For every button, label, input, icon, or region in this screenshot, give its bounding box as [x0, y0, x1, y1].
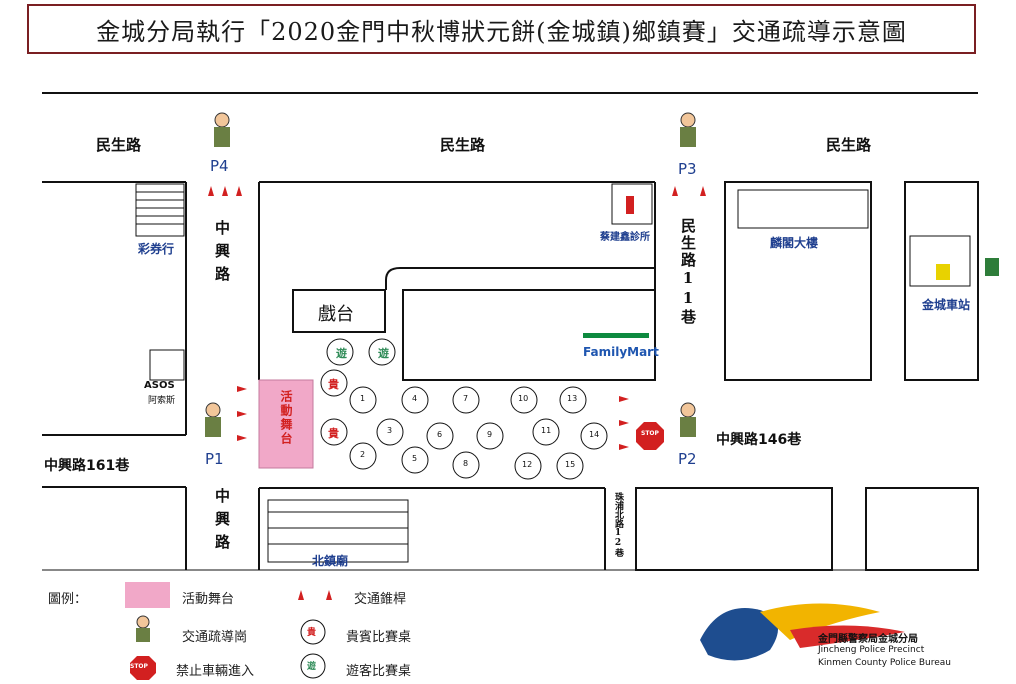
block-linge [724, 181, 872, 381]
police-logo [700, 603, 905, 661]
traffic-cones [208, 186, 706, 450]
logo-english-1: Jincheng Police Precinct [818, 645, 925, 655]
tables [320, 338, 608, 480]
post-p4: P4 [210, 157, 229, 175]
place-asos: ASOS [144, 380, 175, 391]
legend-stop-icon [130, 656, 156, 680]
guest-table-label: 遊 [336, 347, 347, 360]
vip-table-label: 貴 [328, 378, 339, 391]
table-number: 6 [437, 430, 443, 439]
table-number: 8 [463, 459, 469, 468]
place-caiquanhang: 彩券行 [138, 242, 175, 256]
road-label-minsheng-left: 民生路 [96, 136, 142, 154]
legend-vip-label: 貴 [307, 628, 317, 638]
road-label-minsheng-center: 民生路 [440, 136, 486, 154]
legend-event-stage: 活動舞台 [182, 592, 235, 607]
post-p2: P2 [678, 450, 697, 468]
building-icons [135, 183, 971, 563]
table-number: 1 [360, 394, 366, 403]
legend-traffic-post: 交通疏導崗 [182, 630, 248, 645]
table-number: 7 [463, 394, 469, 403]
place-asos-sub: 阿索斯 [148, 396, 176, 406]
road-label-zhongxing-upper: 中興路 [213, 220, 231, 289]
legend-guest-table: 遊客比賽桌 [346, 664, 412, 679]
table-number: 13 [567, 394, 578, 403]
table-number: 10 [518, 394, 529, 403]
place-event-stage: 活動舞台 [279, 390, 293, 446]
table-number: 12 [522, 460, 533, 469]
legend-officer-icon [136, 615, 150, 629]
familymart-block [402, 289, 656, 381]
road-label-minsheng-lane11: 民生路11巷 [679, 218, 697, 326]
road-label-zhunan-12: 珠浦北路12巷 [613, 492, 623, 557]
place-familymart: FamilyMart [583, 345, 659, 359]
legend-stage-swatch [125, 582, 170, 608]
table-number: 5 [412, 454, 418, 463]
train-icon [985, 258, 999, 276]
road-label-zhongxing-146: 中興路146巷 [716, 432, 802, 448]
place-clinic: 蔡建鑫診所 [600, 232, 650, 243]
block-station [904, 181, 979, 381]
legend-vip-table: 貴賓比賽桌 [346, 630, 412, 645]
road-label-zhongxing-lower: 中興路 [213, 488, 231, 557]
table-number: 2 [360, 450, 366, 459]
block-lower-right [865, 487, 979, 571]
familymart-stripe [583, 333, 649, 338]
legend-vip-icon [300, 619, 326, 645]
logo-english-2: Kinmen County Police Bureau [818, 658, 951, 668]
map-title: 金城分局執行「2020金門中秋博狀元餅(金城鎮)鄉鎮賽」交通疏導示意圖 [27, 4, 976, 54]
legend-cone: 交通錐桿 [354, 592, 407, 607]
legend-stop-text: STOP [130, 663, 148, 670]
block-lower [635, 487, 833, 571]
place-station: 金城車站 [922, 298, 971, 312]
vip-table-label: 貴 [328, 427, 339, 440]
traffic-officers [205, 112, 696, 437]
clinic-cross [626, 196, 634, 214]
stage-box [292, 289, 386, 333]
legend-guest-label: 遊 [307, 662, 317, 672]
road-label-minsheng-right: 民生路 [826, 136, 872, 154]
stop-sign-text: STOP [641, 430, 659, 437]
table-number: 14 [589, 430, 600, 439]
place-stage: 戲台 [318, 304, 354, 325]
post-p1: P1 [205, 450, 224, 468]
legend-guest-icon [300, 653, 326, 679]
stop-sign-p2 [636, 422, 664, 450]
table-number: 11 [541, 426, 552, 435]
station-door [936, 264, 950, 280]
road-label-zhongxing-161: 中興路161巷 [44, 458, 130, 474]
place-linge: 麟閣大樓 [770, 236, 819, 250]
event-stage-area [258, 379, 314, 469]
table-number: 15 [565, 460, 576, 469]
legend-stop: 禁止車輛進入 [176, 664, 255, 679]
table-number: 3 [387, 426, 393, 435]
table-number: 9 [487, 430, 493, 439]
place-beizhen: 北鎮廟 [312, 554, 349, 568]
logo-chinese: 金門縣警察局金城分局 [818, 634, 918, 645]
table-number: 4 [412, 394, 418, 403]
post-p3: P3 [678, 160, 697, 178]
lane-curve [385, 267, 655, 290]
legend-title: 圖例： [48, 592, 88, 607]
guest-table-label: 遊 [378, 347, 389, 360]
